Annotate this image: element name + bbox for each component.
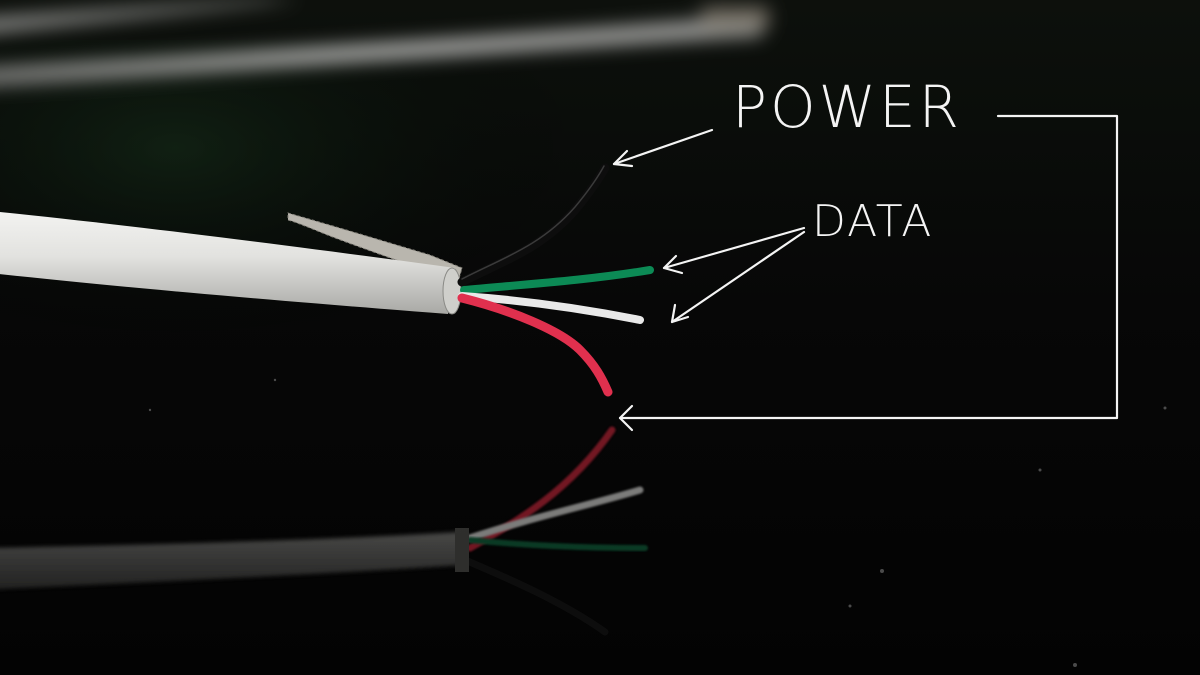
black-wire bbox=[457, 163, 610, 287]
black-wire-highlight bbox=[461, 165, 605, 280]
power-label: POWER bbox=[732, 73, 962, 141]
data-label: DATA bbox=[812, 196, 934, 247]
red-wire bbox=[457, 293, 613, 397]
green-wire bbox=[460, 266, 654, 294]
cable-jacket bbox=[0, 212, 455, 314]
surface-specks bbox=[148, 378, 1167, 667]
annotation-lines bbox=[612, 114, 1119, 432]
cable-reflection bbox=[0, 426, 648, 636]
background-green-tint bbox=[0, 40, 700, 400]
blurred-background-cable bbox=[0, 0, 770, 87]
white-wire bbox=[458, 292, 644, 324]
cable-end-cut bbox=[442, 267, 462, 315]
